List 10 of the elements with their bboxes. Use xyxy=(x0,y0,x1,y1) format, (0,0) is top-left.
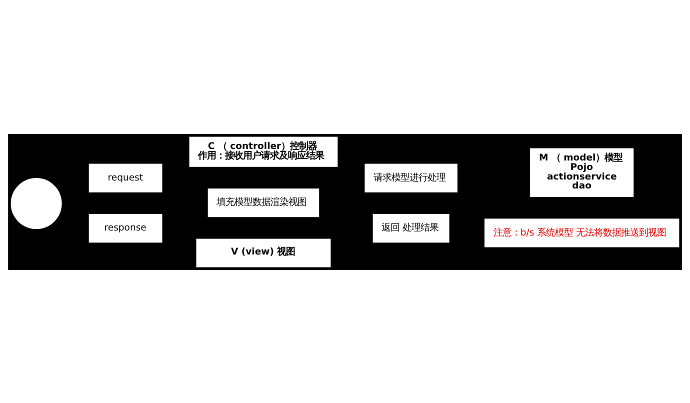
node-box: V (view) 视图 xyxy=(196,238,331,267)
node-circle xyxy=(10,178,62,229)
node-box: 注意：b/s 系统模型 无法将数据推送到视图 xyxy=(484,218,680,247)
node-box: C （ controller）控制器 作用：接收用户请求及响应结果 xyxy=(189,136,338,166)
node-box: request xyxy=(88,163,162,192)
node-box: response xyxy=(88,213,162,242)
node-box: 填充模型数据渲染视图 xyxy=(208,188,320,217)
node-box: M （ model）模型 Pojo actionservice dao xyxy=(530,148,634,196)
node-box: 请求模型进行处理 xyxy=(364,163,458,192)
node-box: 返回 处理结果 xyxy=(372,213,450,242)
